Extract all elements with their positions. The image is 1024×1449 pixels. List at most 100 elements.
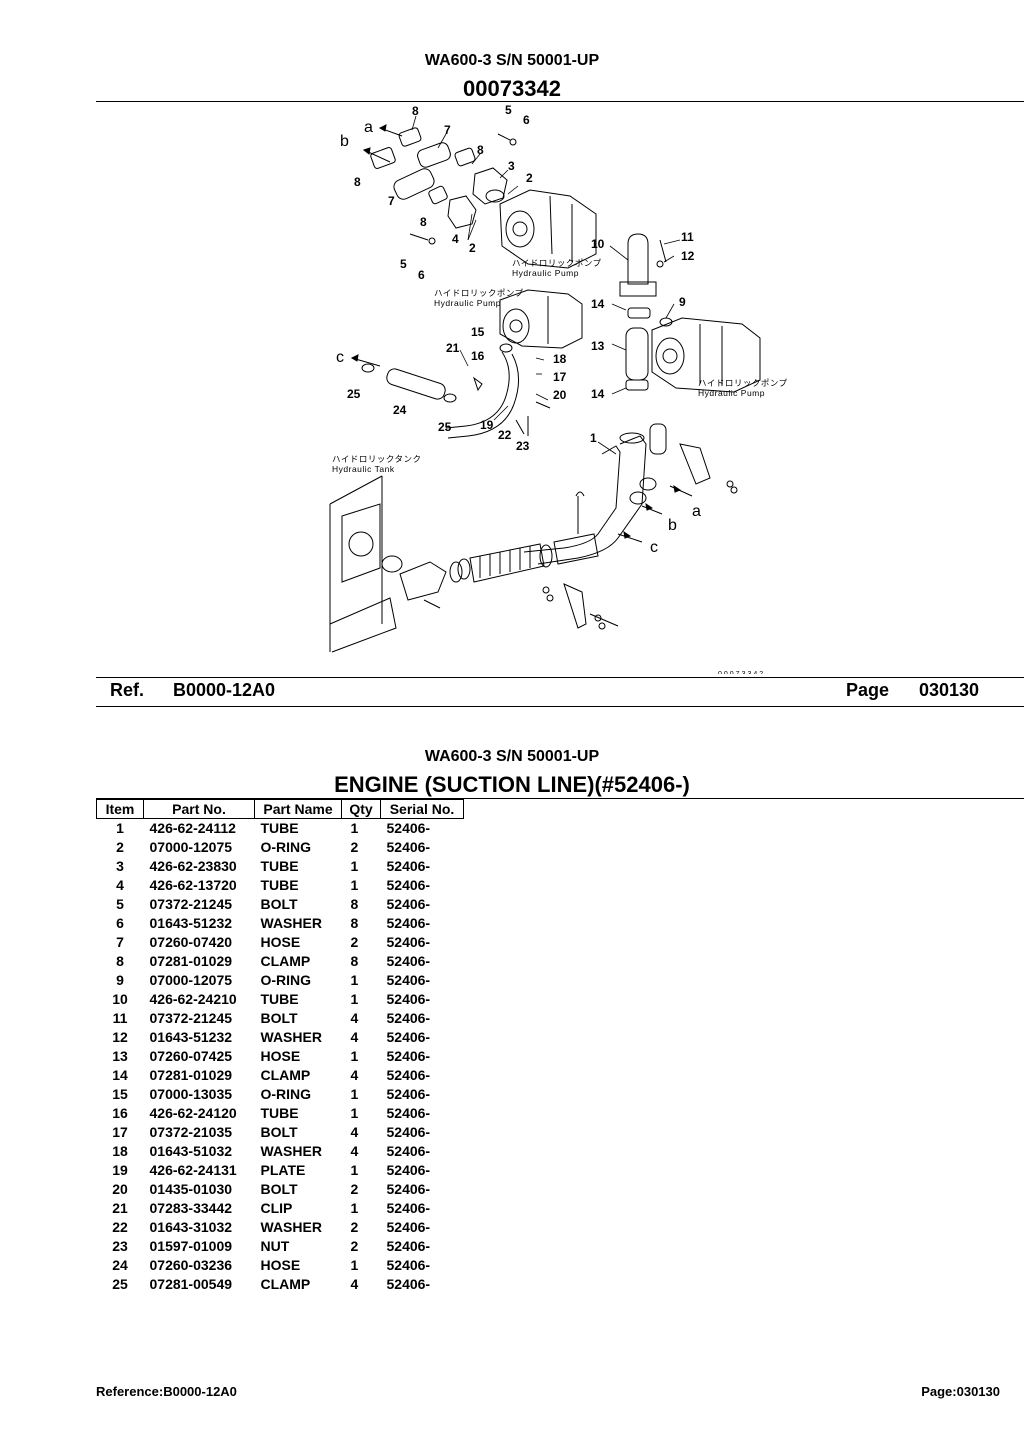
part-name: NUT [260, 1238, 290, 1254]
col-header-part-no: Part No. [143, 799, 255, 819]
serial-number: 52406- [386, 1143, 431, 1159]
item-number: 13 [112, 1048, 128, 1064]
part-number: 07000-12075 [149, 839, 233, 855]
col-header-item: Item [96, 799, 144, 819]
callout-label: 2 [526, 171, 533, 185]
serial-number: 52406- [386, 1200, 431, 1216]
callout-label: 20 [553, 388, 567, 402]
part-number: 426-62-24210 [149, 991, 237, 1007]
part-name: TUBE [260, 820, 299, 836]
ref-rule-top [96, 677, 1024, 678]
item-number: 22 [112, 1219, 128, 1235]
item-number: 4 [116, 877, 124, 893]
part-number: 07372-21035 [149, 1124, 233, 1140]
callout-label: 7 [388, 194, 395, 208]
part-name: O-RING [260, 972, 312, 988]
callout-label: 21 [446, 341, 460, 355]
serial-number: 52406- [386, 1105, 431, 1121]
lower-hose-assembly [423, 533, 619, 630]
part-number: 07000-12075 [149, 972, 233, 988]
quantity: 2 [350, 934, 359, 950]
flow-arrows [350, 124, 693, 543]
part-number: 07260-03236 [149, 1257, 233, 1273]
item-number: 25 [112, 1276, 128, 1292]
parts-table: Item Part No. Part Name Qty Serial No. 1… [96, 799, 464, 1294]
callout-label: 18 [553, 352, 567, 366]
part-number: 07281-01029 [149, 953, 233, 969]
callout-label: 11 [681, 230, 694, 244]
callout-label: 6 [523, 113, 530, 127]
callout-label: 24 [393, 403, 407, 417]
part-number: 07372-21245 [149, 896, 233, 912]
annotation-jp: ハイドロリックポンプ [434, 288, 524, 298]
quantity: 1 [350, 1200, 359, 1216]
serial-number: 52406- [386, 934, 431, 950]
serial-number: 52406- [386, 1162, 431, 1178]
serial-number: 52406- [386, 820, 431, 836]
callout-label: 12 [681, 249, 695, 263]
quantity: 1 [350, 972, 359, 988]
callout-label: 10 [591, 237, 605, 251]
item-number: 18 [112, 1143, 128, 1159]
quantity: 4 [350, 1029, 359, 1045]
part-number: 07000-13035 [149, 1086, 233, 1102]
item-number: 6 [116, 915, 124, 931]
callout-label: 6 [418, 268, 425, 282]
serial-number: 52406- [386, 1048, 431, 1064]
illustration-number: 00073342 [463, 76, 561, 101]
page-value: 030130 [919, 680, 980, 700]
flow-letter: b [668, 517, 677, 534]
hydraulic-pump-middle [499, 289, 583, 353]
part-name: WASHER [260, 1143, 322, 1159]
serial-number: 52406- [386, 877, 431, 893]
serial-number: 52406- [386, 953, 431, 969]
item-number: 19 [112, 1162, 128, 1178]
part-name: O-RING [260, 1086, 312, 1102]
quantity: 1 [350, 1048, 359, 1064]
callout-label: 19 [480, 418, 494, 432]
part-name: TUBE [260, 991, 299, 1007]
part-number: 426-62-24131 [149, 1162, 237, 1178]
item-number: 5 [116, 896, 124, 912]
serial-number: 52406- [386, 1029, 431, 1045]
annotation-en: Hydraulic Pump [698, 388, 765, 398]
ref-rule-bottom [96, 706, 1024, 707]
serial-number: 52406- [386, 1219, 431, 1235]
part-name: BOLT [260, 1124, 298, 1140]
part-number: 01643-51232 [149, 1029, 233, 1045]
component-annotations: ハイドロリックポンプ Hydraulic Pump ハイドロリックポンプ Hyd… [332, 258, 788, 674]
quantity: 1 [350, 1162, 359, 1178]
header-rule [96, 101, 1024, 102]
item-number: 9 [116, 972, 124, 988]
annotation-jp: ハイドロリックタンク [332, 454, 422, 464]
ref-label: Ref. [110, 680, 145, 700]
serial-number: 52406- [386, 972, 431, 988]
annotation-jp: ハイドロリックポンプ [698, 378, 788, 388]
callout-label: 14 [591, 387, 605, 401]
item-number: 10 [112, 991, 128, 1007]
serial-number: 52406- [386, 1124, 431, 1140]
callout-label: 16 [471, 349, 485, 363]
serial-number: 52406- [386, 1067, 431, 1083]
annotation-en: Hydraulic Tank [332, 464, 395, 474]
table-row: 9 07000-12075 O-RING 1 52406- [97, 971, 464, 990]
callout-label: 2 [469, 241, 476, 255]
part-number: 07260-07425 [149, 1048, 233, 1064]
flow-letter: a [364, 119, 373, 136]
callout-label: 7 [444, 123, 451, 137]
serial-number: 52406- [386, 915, 431, 931]
